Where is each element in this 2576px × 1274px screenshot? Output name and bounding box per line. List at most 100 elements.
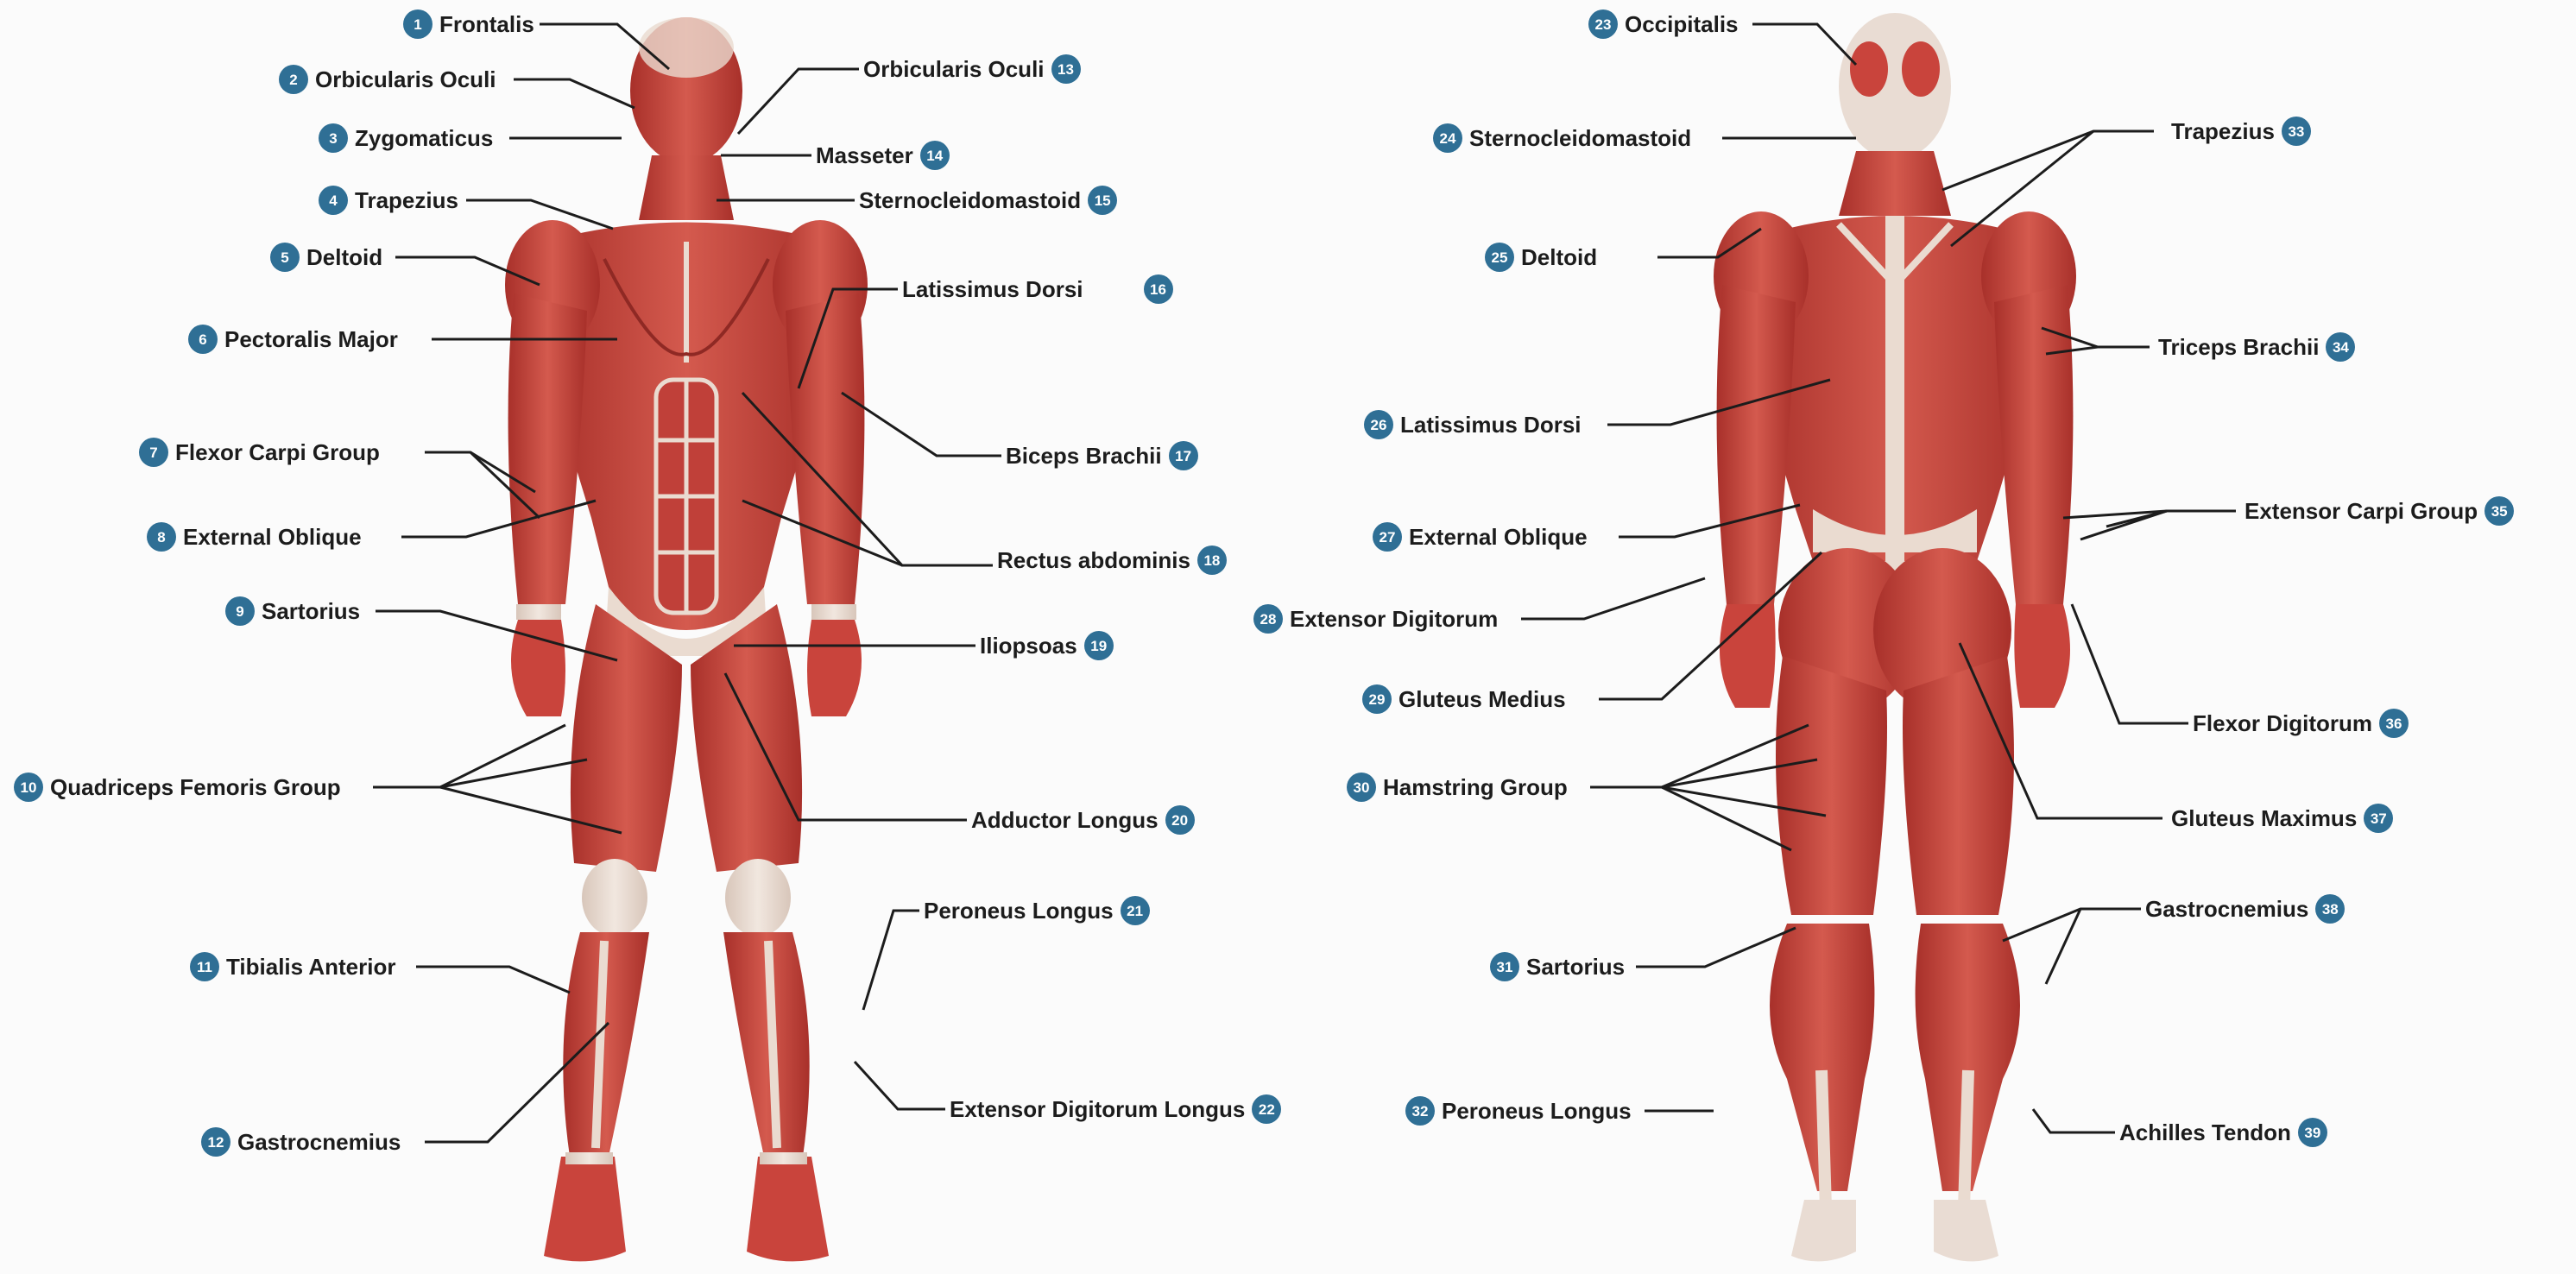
label-39: Achilles Tendon 39 <box>2119 1118 2327 1147</box>
badge-25: 25 <box>1485 243 1514 272</box>
label-extensor-carpi-group: Extensor Carpi Group <box>2245 500 2478 522</box>
label-6: 6 Pectoralis Major <box>188 325 398 354</box>
badge-2: 2 <box>279 65 308 94</box>
badge-17: 17 <box>1169 441 1198 470</box>
label-orbicularis-oculi-right: Orbicularis Oculi <box>863 58 1045 80</box>
badge-23: 23 <box>1588 9 1618 39</box>
label-13: Orbicularis Oculi 13 <box>863 54 1081 84</box>
badge-26: 26 <box>1364 410 1393 439</box>
label-masseter: Masseter <box>816 144 913 167</box>
label-gluteus-medius: Gluteus Medius <box>1398 688 1566 710</box>
label-external-oblique-back: External Oblique <box>1409 526 1588 548</box>
badge-39: 39 <box>2298 1118 2327 1147</box>
badge-22: 22 <box>1252 1094 1281 1124</box>
label-38: Gastrocnemius 38 <box>2145 894 2345 924</box>
leader-2 <box>514 79 635 108</box>
leader-10a <box>373 725 565 787</box>
leader-23 <box>1752 24 1856 65</box>
leader-10b <box>440 760 587 787</box>
label-sartorius-front: Sartorius <box>262 600 360 622</box>
label-sternocleidomastoid-front: Sternocleidomastoid <box>859 189 1081 211</box>
label-32: 32 Peroneus Longus <box>1405 1096 1632 1126</box>
label-tibialis-anterior: Tibialis Anterior <box>226 956 396 978</box>
badge-31: 31 <box>1490 952 1519 981</box>
leader-22 <box>855 1062 945 1109</box>
label-34: Triceps Brachii 34 <box>2158 332 2355 362</box>
label-peroneus-longus-front: Peroneus Longus <box>924 899 1114 922</box>
badge-7: 7 <box>139 438 168 467</box>
label-1: 1 Frontalis <box>403 9 534 39</box>
label-hamstring-group: Hamstring Group <box>1383 776 1568 798</box>
label-latissimus-dorsi-back: Latissimus Dorsi <box>1400 413 1582 436</box>
label-9: 9 Sartorius <box>225 596 360 626</box>
label-26: 26 Latissimus Dorsi <box>1364 410 1582 439</box>
label-19: Iliopsoas 19 <box>980 631 1114 660</box>
label-triceps-brachii: Triceps Brachii <box>2158 336 2319 358</box>
label-gastrocnemius-back: Gastrocnemius <box>2145 898 2308 920</box>
label-deltoid-front: Deltoid <box>306 246 382 268</box>
badge-12: 12 <box>201 1127 230 1157</box>
leader-21 <box>863 911 919 1010</box>
badge-19: 19 <box>1084 631 1114 660</box>
label-12: 12 Gastrocnemius <box>201 1127 401 1157</box>
label-flexor-carpi-group: Flexor Carpi Group <box>175 441 380 464</box>
badge-30: 30 <box>1347 773 1376 802</box>
label-16: Latissimus Dorsi 16 <box>902 274 1173 304</box>
label-zygomaticus: Zygomaticus <box>355 127 493 149</box>
label-17: Biceps Brachii 17 <box>1006 441 1198 470</box>
label-23: 23 Occipitalis <box>1588 9 1739 39</box>
badge-32: 32 <box>1405 1096 1435 1126</box>
badge-18: 18 <box>1197 546 1227 575</box>
badge-4: 4 <box>319 186 348 215</box>
front-figure <box>505 17 868 1261</box>
label-4: 4 Trapezius <box>319 186 458 215</box>
badge-8: 8 <box>147 522 176 552</box>
label-5: 5 Deltoid <box>270 243 382 272</box>
label-29: 29 Gluteus Medius <box>1362 684 1566 714</box>
badge-9: 9 <box>225 596 255 626</box>
front-neck <box>639 155 734 220</box>
badge-15: 15 <box>1088 186 1117 215</box>
badge-24: 24 <box>1433 123 1462 153</box>
badge-34: 34 <box>2326 332 2355 362</box>
label-gluteus-maximus: Gluteus Maximus <box>2171 807 2357 829</box>
label-latissimus-dorsi-front: Latissimus Dorsi <box>902 278 1083 300</box>
back-figure <box>1714 13 2076 1261</box>
label-rectus-abdominis: Rectus abdominis <box>997 549 1190 571</box>
badge-36: 36 <box>2379 709 2409 738</box>
label-deltoid-back: Deltoid <box>1521 246 1597 268</box>
badge-13: 13 <box>1051 54 1081 84</box>
label-3: 3 Zygomaticus <box>319 123 493 153</box>
leader-31 <box>1636 928 1796 967</box>
label-adductor-longus: Adductor Longus <box>971 809 1159 831</box>
badge-10: 10 <box>14 773 43 802</box>
leader-13 <box>738 69 859 134</box>
label-24: 24 Sternocleidomastoid <box>1433 123 1691 153</box>
badge-27: 27 <box>1373 522 1402 552</box>
label-33: Trapezius 33 <box>2171 117 2311 146</box>
label-trapezius-front: Trapezius <box>355 189 458 211</box>
label-18: Rectus abdominis 18 <box>997 546 1227 575</box>
badge-16: 16 <box>1144 274 1173 304</box>
leader-11 <box>416 967 570 993</box>
label-pectoralis-major: Pectoralis Major <box>224 328 398 350</box>
label-achilles-tendon: Achilles Tendon <box>2119 1121 2291 1144</box>
badge-21: 21 <box>1121 896 1150 925</box>
badge-6: 6 <box>188 325 218 354</box>
badge-5: 5 <box>270 243 300 272</box>
leader-30d <box>1662 787 1791 850</box>
label-15: Sternocleidomastoid 15 <box>859 186 1117 215</box>
label-35: Extensor Carpi Group 35 <box>2245 496 2514 526</box>
badge-11: 11 <box>190 952 219 981</box>
label-frontalis: Frontalis <box>439 13 534 35</box>
front-right-arm <box>786 293 864 604</box>
label-10: 10 Quadriceps Femoris Group <box>14 773 341 802</box>
label-extensor-digitorum-longus: Extensor Digitorum Longus <box>950 1098 1245 1120</box>
badge-33: 33 <box>2282 117 2311 146</box>
label-37: Gluteus Maximus 37 <box>2171 804 2393 833</box>
label-22: Extensor Digitorum Longus 22 <box>950 1094 1281 1124</box>
badge-1: 1 <box>403 9 432 39</box>
label-extensor-digitorum: Extensor Digitorum <box>1290 608 1498 630</box>
label-flexor-digitorum: Flexor Digitorum <box>2193 712 2372 735</box>
